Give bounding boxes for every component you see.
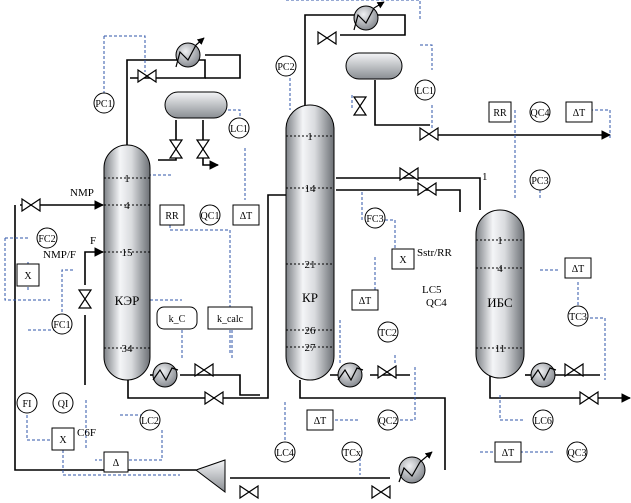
- f-valve-icon[interactable]: [78, 289, 92, 309]
- pc3-label: PC3: [531, 176, 548, 187]
- kep-tray-15: 15: [122, 247, 134, 259]
- ibs-tray-11: 11: [495, 343, 506, 355]
- nmp-f-label: NMP/F: [43, 249, 76, 261]
- kep-vent-valve-icon[interactable]: [137, 69, 157, 83]
- qc1-label: QC1: [201, 211, 220, 222]
- dt-kr-mid-label: ΔT: [359, 296, 372, 307]
- qc3-label: QC3: [568, 448, 587, 459]
- fc3-label: FC3: [366, 214, 383, 225]
- tcx-label: TCx: [343, 448, 361, 459]
- kep-condenser-icon: [175, 37, 205, 68]
- dt-kr-top-label: ΔT: [573, 108, 586, 119]
- signal-lines: [4, 0, 611, 476]
- kep-label: КЭР: [115, 293, 140, 308]
- dt-ibs-bot-label: ΔT: [502, 448, 515, 459]
- ibs-bottoms-valve-icon[interactable]: [579, 391, 599, 405]
- rr-kr-label: RR: [493, 108, 507, 119]
- kep-reflux-valve-icon[interactable]: [169, 139, 183, 159]
- qc4-note-label: QC4: [426, 297, 447, 309]
- lc6-label: LC6: [534, 416, 552, 427]
- x-c6f-label: X: [59, 435, 67, 446]
- tc3-label: TC3: [569, 312, 587, 323]
- kr-tray-26: 26: [305, 325, 317, 337]
- kr-tray-1: 1: [307, 131, 313, 143]
- kep-bottoms-valve-icon[interactable]: [204, 391, 224, 405]
- lc4-label: LC4: [276, 448, 294, 459]
- kep-distillate-valve-icon[interactable]: [196, 139, 210, 159]
- fc2-label: FC2: [38, 234, 55, 245]
- kr-bottoms-valve-icon[interactable]: [239, 485, 259, 499]
- kr-vent-valve-icon[interactable]: [317, 31, 337, 45]
- ibs-tray-1: 1: [497, 235, 503, 247]
- ibs-label: ИБС: [487, 295, 512, 310]
- column-ibs: 1 4 11 ИБС: [475, 209, 525, 379]
- pc2-label: PC2: [277, 62, 294, 73]
- qc4-label: QC4: [531, 108, 550, 119]
- kr-steam-valve-icon[interactable]: [377, 365, 397, 379]
- nmp-valve-icon[interactable]: [21, 198, 41, 212]
- kr-condenser-icon: [353, 1, 385, 31]
- c6f-label: C6F: [77, 427, 96, 439]
- kr-reflux-drum: [345, 52, 403, 80]
- lc1-kr-label: LC1: [416, 86, 434, 97]
- qi-label: QI: [58, 399, 69, 410]
- pc1-label: PC1: [95, 99, 112, 110]
- dt-kep-label: ΔT: [240, 211, 253, 222]
- f-stream-label: F: [90, 235, 96, 247]
- kr-tray-21: 21: [305, 259, 316, 271]
- kep-reflux-drum: [164, 91, 228, 119]
- lc1-kep-label: LC1: [230, 124, 248, 135]
- kr-distillate-valve-icon[interactable]: [419, 127, 439, 141]
- kr-tray-27: 27: [305, 342, 317, 354]
- kep-tray-4: 4: [124, 200, 130, 212]
- rr-kep-label: RR: [165, 211, 179, 222]
- sstr-rr-label: Sstr/RR: [417, 247, 453, 259]
- kep-reboiler-icon: [152, 362, 179, 388]
- cooler-icon: [398, 451, 433, 484]
- fi-label: FI: [23, 399, 32, 410]
- dt-kr-bot-label: ΔT: [314, 416, 327, 427]
- kep-tray-1: 1: [124, 173, 130, 185]
- kr-tray-14: 14: [305, 183, 317, 195]
- lc5-label: LC5: [422, 284, 442, 296]
- k-c-label: k_C: [169, 314, 186, 325]
- kr-label: КР: [302, 290, 318, 305]
- column-kr: 1 14 21 26 27 КР: [285, 104, 335, 381]
- lc2-label: LC2: [141, 416, 159, 427]
- kep-tray-34: 34: [122, 343, 134, 355]
- column-kep: 1 4 15 34 КЭР: [103, 144, 151, 381]
- instruments: PC1 LC1 QC1 FC2 FC1 LC2 FI QI PC2 LC1 QC…: [16, 55, 589, 463]
- kr-side-valve-2-icon[interactable]: [417, 182, 437, 196]
- tc2-label: TC2: [379, 328, 397, 339]
- delta-label: Δ: [113, 458, 120, 469]
- k-calc-label: k_calc: [217, 314, 244, 325]
- kr-reboiler-icon: [337, 362, 364, 388]
- ibs-reboiler-icon: [530, 362, 557, 388]
- x-nmp-label: X: [24, 271, 32, 282]
- dt-ibs-label: ΔT: [572, 264, 585, 275]
- x-kr-label: X: [399, 255, 407, 266]
- ibs-tray-4: 4: [497, 263, 503, 275]
- fc1-label: FC1: [53, 320, 70, 331]
- kr-cooler-valve-icon[interactable]: [371, 485, 391, 499]
- qc2-label: QC2: [379, 416, 398, 427]
- nmp-stream-label: NMP: [70, 187, 94, 199]
- pump-icon: [194, 459, 226, 494]
- function-blocks: RR ΔT X k_C k_calc X Δ RR ΔT X ΔT ΔT ΔT …: [16, 101, 593, 473]
- kr-reflux-valve-icon[interactable]: [353, 96, 367, 116]
- ibs-stream-label: 1: [482, 171, 488, 183]
